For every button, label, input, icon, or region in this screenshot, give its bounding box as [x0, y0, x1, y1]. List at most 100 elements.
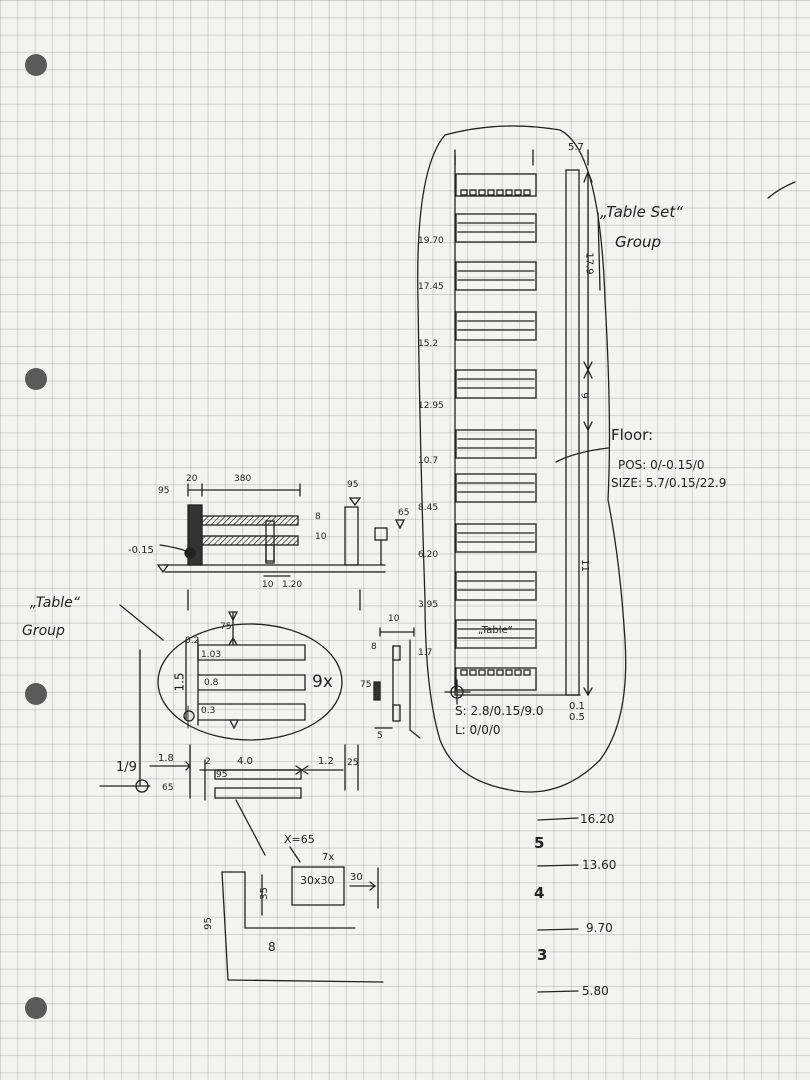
chair-mark [523, 669, 531, 676]
dim-03: 0.3 [201, 706, 216, 716]
chair-mark [496, 669, 504, 676]
dim-75: 75 [220, 622, 232, 632]
dim-10-bottom: 10 [262, 580, 274, 590]
station-label: 15.2 [418, 339, 439, 349]
chair-mark [487, 189, 495, 196]
dim-25: 25 [347, 758, 359, 768]
level-value: 9.70 [586, 921, 613, 935]
dim-12: 1.2 [318, 756, 334, 767]
floor-number: 5 [534, 834, 545, 852]
station-label: 19.70 [418, 236, 444, 246]
dim-20: 20 [186, 474, 198, 484]
station-label: 12.95 [418, 401, 444, 411]
dim-8: 8 [315, 512, 321, 522]
length-179-label: 17.9 [583, 252, 595, 275]
chair-mark [505, 189, 513, 196]
set-scale: S: 2.8/0.15/9.0 [455, 704, 544, 718]
set-table [455, 311, 537, 341]
table-inner-label: „Table“ [478, 625, 513, 636]
detail-95: 95 [202, 917, 214, 930]
station-label: 10.7 [418, 456, 439, 466]
table-set-group-label: „Table Set“ [600, 203, 683, 221]
chair-mark [505, 669, 513, 676]
table-group-label: „Table“ [30, 595, 81, 611]
station-label: 3.95 [418, 600, 439, 610]
level-value: 13.60 [582, 858, 617, 872]
chair-mark [460, 669, 468, 676]
chair-mark [496, 189, 504, 196]
set-table [455, 429, 537, 459]
dim-08: 0.8 [204, 678, 219, 688]
punch-hole-3 [25, 683, 47, 705]
dim-95-plan: 95 [216, 770, 228, 780]
offset-01-label: 0.1 [569, 701, 585, 712]
station-label: 6.20 [418, 550, 439, 560]
detail-30x30: 30x30 [300, 874, 335, 887]
level-value: 5.80 [582, 984, 609, 998]
chair-mark [514, 189, 522, 196]
section-view [156, 483, 406, 611]
repeat-7x: 7x [322, 852, 335, 863]
set-table [455, 369, 537, 399]
table-stack [455, 173, 537, 691]
table-group-sublabel: Group [22, 623, 65, 639]
level-ticks [537, 817, 579, 993]
floor-number: 4 [534, 884, 545, 902]
level-minus-015: -0.15 [128, 545, 154, 556]
detail-view [221, 846, 384, 983]
small-dim-5: 5 [377, 731, 383, 741]
station-label: 17.45 [418, 282, 444, 292]
detail-30: 30 [350, 872, 363, 883]
set-table [455, 571, 537, 601]
dim-40: 4.0 [237, 756, 253, 767]
table-set-group-sublabel: Group [615, 233, 661, 251]
length-9-label: 9 [578, 392, 590, 399]
dim-10: 10 [315, 532, 327, 542]
detail-8: 8 [268, 940, 276, 954]
dim-15: 1.5 [172, 672, 187, 692]
chair-mark [514, 669, 522, 676]
dim-120: 1.20 [282, 580, 303, 590]
chair-mark [469, 189, 477, 196]
chair-mark [523, 189, 531, 196]
floor-number: 3 [537, 946, 548, 964]
width-label: 5.7 [568, 142, 584, 153]
dim-65-side: 65 [398, 508, 410, 518]
floor-strip [565, 169, 580, 696]
chair-mark [478, 669, 486, 676]
dim-65-plan: 65 [162, 783, 174, 793]
floor-size: SIZE: 5.7/0.15/22.9 [611, 476, 727, 490]
table-set-group-outline [417, 125, 627, 793]
chair-mark [469, 669, 477, 676]
set-table [455, 667, 537, 691]
dim-103: 1.03 [201, 650, 222, 660]
table-group-plan [99, 604, 359, 856]
repeat-9x: 9x [312, 672, 333, 692]
punch-hole-2 [25, 368, 47, 390]
dim-380: 380 [234, 474, 252, 484]
set-table [455, 173, 537, 197]
small-dim-75: 75 [360, 680, 372, 690]
set-table [455, 261, 537, 291]
group-bracket [597, 212, 601, 291]
floor-title: Floor: [611, 426, 654, 444]
set-table [455, 473, 537, 503]
offset-05-label: 0.5 [569, 712, 585, 723]
marker-x-65: X=65 [284, 833, 315, 846]
dim-1-9: 1/9 [116, 760, 137, 775]
station-label: 1.7 [418, 648, 433, 658]
chair-mark [478, 189, 486, 196]
set-table [455, 213, 537, 243]
punch-hole-4 [25, 997, 47, 1019]
dim-02: 0.2 [185, 636, 200, 646]
set-table [455, 619, 537, 649]
dim-2: 2 [205, 757, 211, 767]
detail-35: 35 [258, 887, 270, 900]
level-value: 16.20 [580, 812, 615, 826]
set-table [455, 523, 537, 553]
set-location: L: 0/0/0 [455, 723, 501, 737]
dim-18: 1.8 [158, 753, 174, 764]
punch-hole-1 [25, 54, 47, 76]
